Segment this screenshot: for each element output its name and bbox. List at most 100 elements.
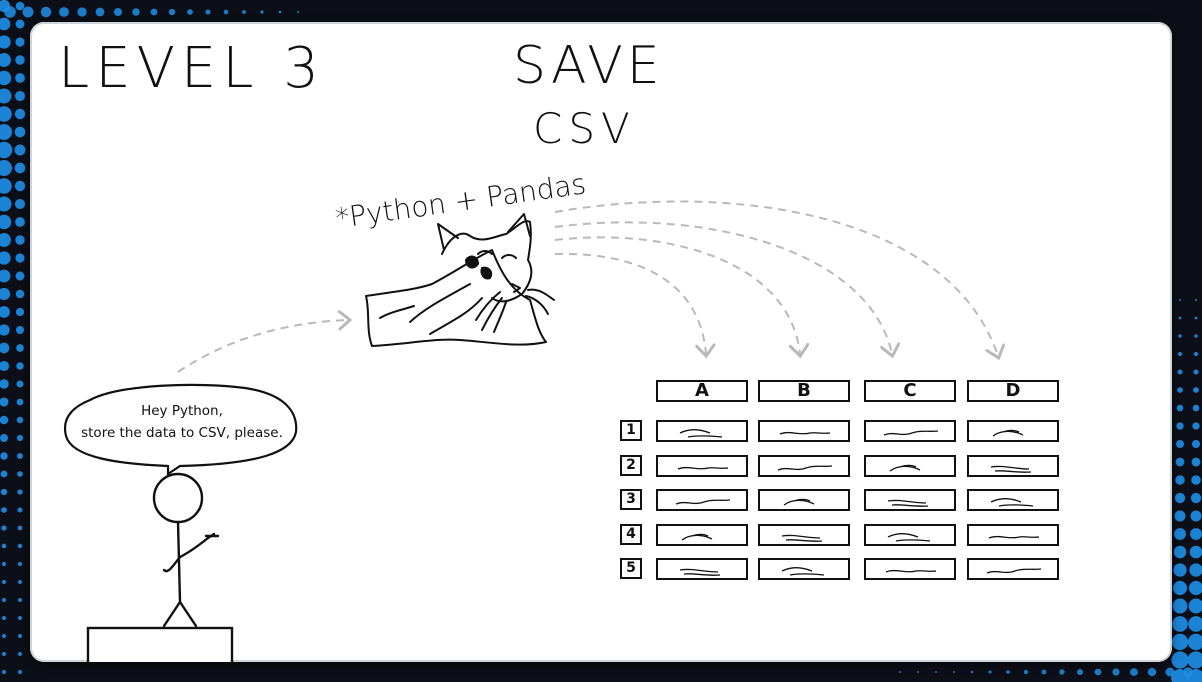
- background-dot: [18, 634, 22, 638]
- background-dot: [0, 106, 12, 122]
- background-dot: [15, 253, 25, 263]
- scribble-stroke: [887, 499, 929, 507]
- row-header-1: 1: [620, 420, 642, 441]
- scribble-stroke: [681, 533, 713, 541]
- table-cell: [864, 420, 956, 442]
- scribble-placeholder: [990, 465, 1032, 473]
- background-dot: [0, 123, 13, 141]
- background-dot: [18, 580, 22, 584]
- background-dot: [1176, 404, 1184, 412]
- background-dot: [0, 251, 11, 265]
- background-dot: [2, 580, 6, 584]
- title-csv: CSV: [533, 104, 636, 153]
- scribble-stroke: [777, 465, 833, 471]
- scribble-stroke: [779, 431, 831, 435]
- background-dot: [16, 344, 24, 352]
- speech-bubble: [63, 383, 298, 477]
- background-dot: [1112, 668, 1120, 676]
- row-header-3: 3: [620, 489, 642, 510]
- column-header-d: D: [967, 380, 1059, 402]
- scribble-placeholder: [777, 465, 833, 471]
- table-cell: [967, 524, 1059, 546]
- background-dot: [150, 8, 158, 16]
- cat-in-blanket-illustration: [365, 213, 555, 347]
- scribble-stroke: [887, 532, 931, 542]
- scribble-placeholder: [887, 532, 931, 542]
- level-label: LEVEL 3: [58, 36, 325, 101]
- background-dot: [1077, 669, 1083, 675]
- scribble-stroke: [781, 534, 823, 542]
- background-dot: [15, 307, 25, 317]
- background-dot: [1188, 616, 1202, 632]
- stick-figure-person: [152, 472, 220, 628]
- background-dot: [1174, 510, 1186, 522]
- background-dot: [1194, 316, 1198, 320]
- table-cell: [656, 524, 748, 546]
- speech-text: Hey Python, store the data to CSV, pleas…: [66, 392, 298, 462]
- arrow-to-column-d: [554, 200, 998, 356]
- background-dot: [1177, 387, 1183, 393]
- background-dot: [14, 126, 26, 138]
- background-dot: [16, 380, 24, 388]
- background-dot: [917, 671, 919, 673]
- background-dot: [18, 616, 22, 620]
- background-dot: [0, 17, 11, 31]
- scribble-stroke: [783, 498, 815, 506]
- scribble-placeholder: [990, 497, 1034, 507]
- column-header-c: C: [864, 380, 956, 402]
- background-dot: [15, 37, 25, 47]
- background-dot: [15, 55, 25, 65]
- background-dot: [1175, 457, 1185, 467]
- background-dot: [1176, 422, 1184, 430]
- background-dot: [1177, 369, 1183, 375]
- background-dot: [17, 489, 23, 495]
- background-dot: [15, 19, 25, 29]
- speech-line-2: store the data to CSV, please.: [81, 425, 283, 441]
- background-dot: [1041, 669, 1047, 675]
- scribble-placeholder: [779, 431, 831, 435]
- table-cell: [864, 524, 956, 546]
- scribble-stroke: [885, 569, 937, 573]
- background-dot: [1190, 492, 1202, 504]
- background-dot: [2, 616, 6, 620]
- background-dot: [0, 70, 12, 86]
- scribble-placeholder: [986, 568, 1042, 574]
- background-dot: [1174, 492, 1186, 504]
- background-dot: [0, 178, 12, 194]
- background-dot: [1175, 439, 1185, 449]
- scribble-placeholder: [992, 429, 1024, 437]
- background-dot: [0, 397, 9, 407]
- background-dot: [15, 271, 25, 281]
- table-cell: [967, 558, 1059, 580]
- background-dot: [1006, 670, 1010, 674]
- scribble-placeholder: [988, 535, 1040, 539]
- background-dot: [1187, 633, 1202, 651]
- background-dot: [970, 670, 974, 674]
- table-cell: [967, 420, 1059, 442]
- table-cell: [656, 489, 748, 511]
- background-dot: [132, 8, 140, 16]
- background-dot: [223, 9, 229, 15]
- row-header-5: 5: [620, 558, 642, 579]
- background-dot: [0, 324, 10, 336]
- background-dot: [18, 652, 22, 656]
- background-dot: [0, 53, 11, 67]
- arrow-to-column-a: [554, 252, 706, 354]
- background-dot: [16, 434, 24, 442]
- scribble-stroke: [679, 428, 723, 438]
- background-dot: [15, 235, 25, 245]
- background-dot: [0, 269, 11, 283]
- scribble-stroke: [675, 499, 731, 505]
- table-cell: [864, 558, 956, 580]
- background-dot: [4, 6, 16, 18]
- background-dot: [1177, 351, 1183, 357]
- table-cell: [758, 524, 850, 546]
- background-dot: [296, 10, 300, 14]
- background-dot: [17, 525, 23, 531]
- sketch-layer: [63, 200, 1172, 662]
- background-dot: [113, 7, 123, 17]
- table-cell: [967, 455, 1059, 477]
- background-dot: [0, 415, 9, 425]
- background-dot: [260, 10, 264, 14]
- background-dot: [1188, 598, 1202, 614]
